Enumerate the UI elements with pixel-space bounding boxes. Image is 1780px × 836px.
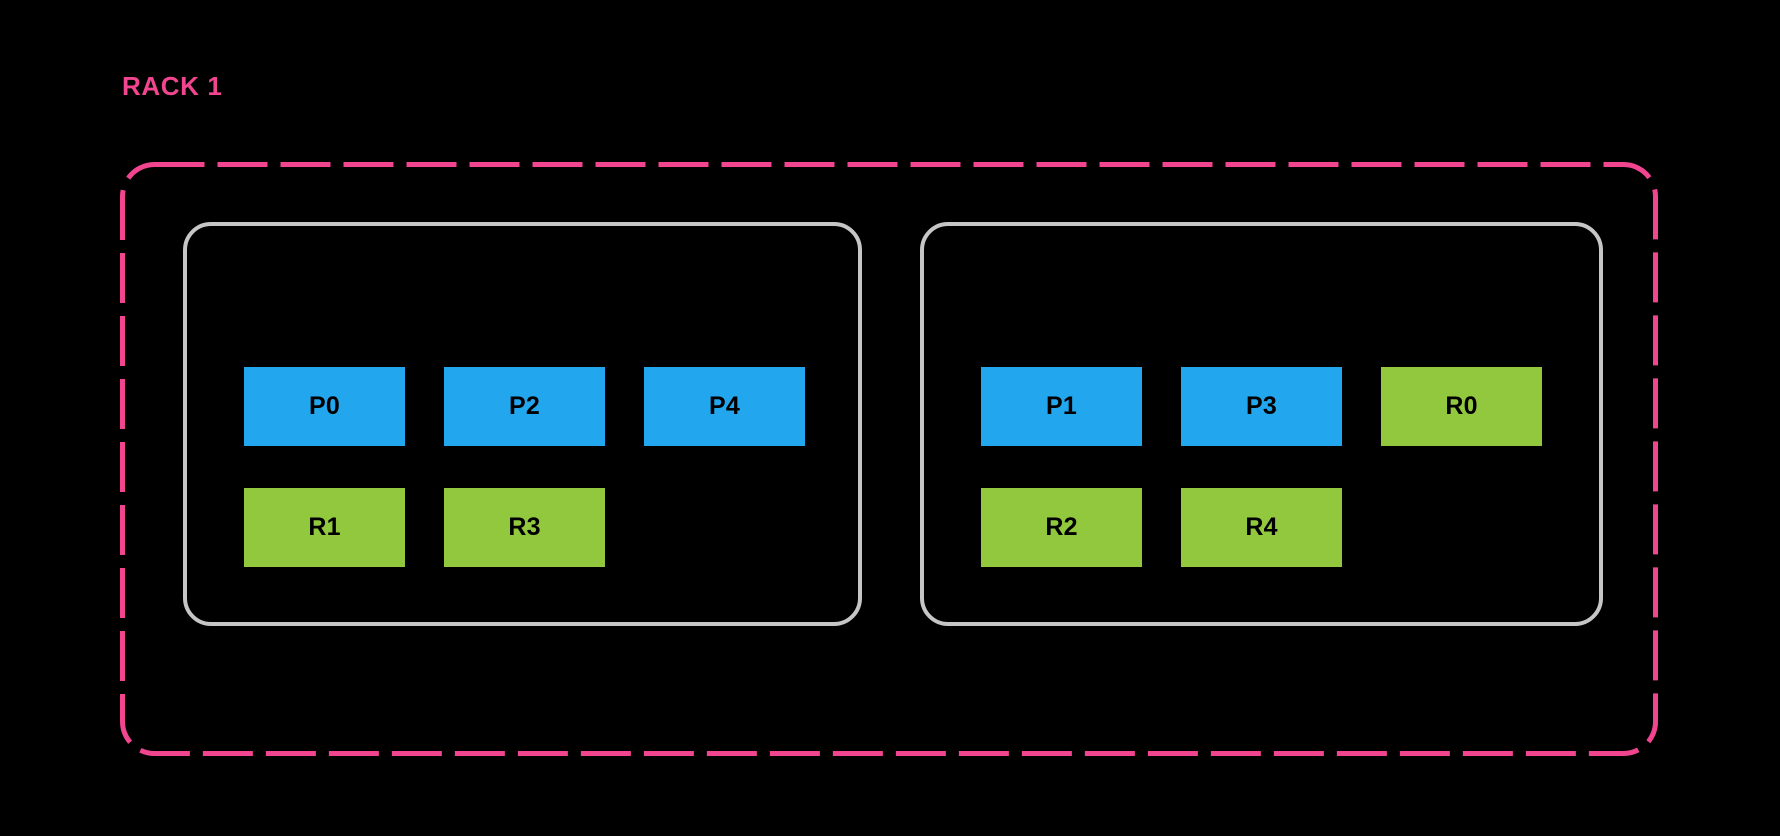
shard-p3[interactable]: P3	[1181, 367, 1342, 446]
shard-r3[interactable]: R3	[444, 488, 605, 567]
node-box-0: P0 P2 P4 R1 R3	[183, 222, 862, 626]
shard-p0[interactable]: P0	[244, 367, 405, 446]
rack-label: RACK 1	[122, 71, 223, 101]
shard-r2[interactable]: R2	[981, 488, 1142, 567]
shard-slot-empty-1	[1381, 488, 1542, 567]
shard-p4[interactable]: P4	[644, 367, 805, 446]
shard-slot-empty-0	[644, 488, 805, 567]
shard-p2[interactable]: P2	[444, 367, 605, 446]
shard-r0[interactable]: R0	[1381, 367, 1542, 446]
shard-grid-0: P0 P2 P4 R1 R3	[244, 367, 805, 567]
shard-r1[interactable]: R1	[244, 488, 405, 567]
shard-r4[interactable]: R4	[1181, 488, 1342, 567]
node-box-1: P1 P3 R0 R2 R4	[920, 222, 1603, 626]
shard-grid-1: P1 P3 R0 R2 R4	[981, 367, 1542, 567]
shard-p1[interactable]: P1	[981, 367, 1142, 446]
